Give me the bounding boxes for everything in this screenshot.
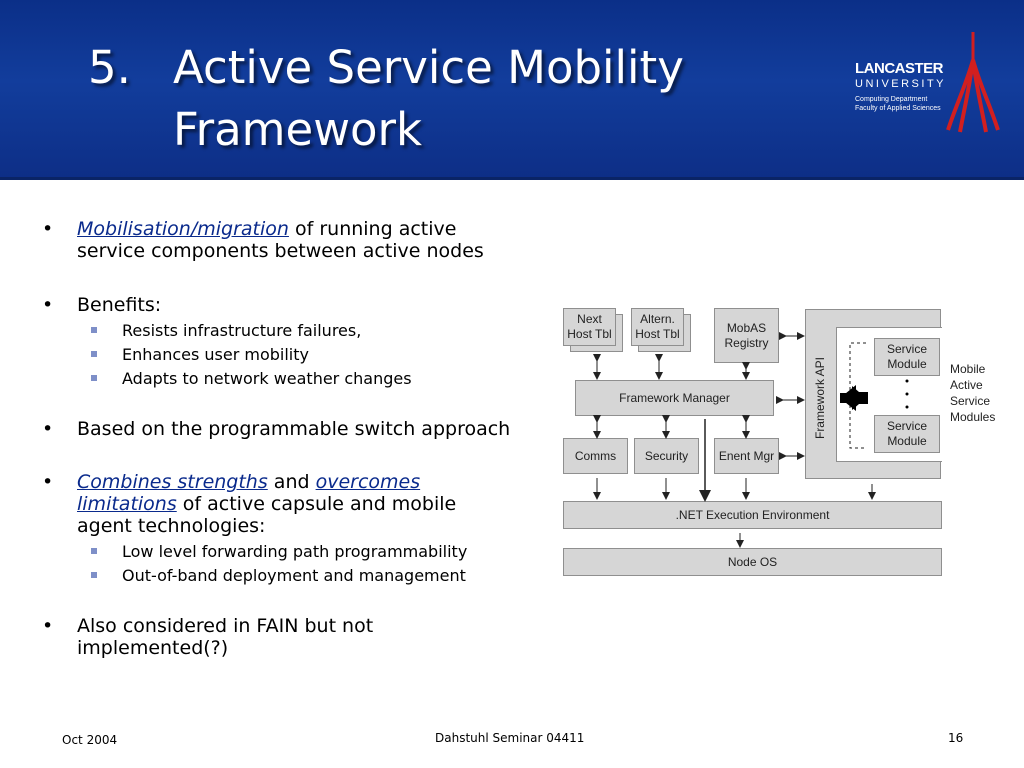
box-label: MobAS [726,320,767,335]
bullet-text: implemented(?) [77,637,229,659]
bullet-dot: • [42,615,54,637]
label-text: Service [950,394,991,408]
node-os: Node OS [563,548,942,576]
logo-dept: Computing Department [855,96,928,103]
logo-name: LANCASTER [855,60,944,77]
bullet-text: Based on the programmable switch approac… [77,418,511,440]
framework-manager: Framework Manager [575,380,774,416]
bullet-benefits: • Benefits: [42,294,162,316]
box-label: Module [887,434,927,448]
bullet-text: Benefits: [77,294,162,316]
sub-bullet-text: Enhances user mobility [122,345,309,364]
sub-bullet-4: Low level forwarding path programmabilit… [91,542,468,562]
bullet-text: service components between active nodes [77,240,484,262]
sub-bullet-text: Adapts to network weather changes [122,369,412,388]
box-label: Module [887,357,927,371]
box-label: Altern. [640,312,675,326]
altern-host-table: Altern.Host Tbl [631,308,684,346]
sub-bullet-3: Adapts to network weather changes [91,369,412,389]
footer-page-number: 16 [948,731,964,745]
combines-link[interactable]: Combines strengths [77,471,268,493]
bullet-text: Also considered in FAIN but not [77,615,374,637]
sub-bullet-square [91,375,97,381]
mobile-active-service-modules-label: Mobile Active Service Modules [950,361,995,425]
bullet-text: agent technologies: [77,515,266,537]
label-text: Mobile [950,362,986,376]
sub-bullet-5: Out-of-band deployment and management [91,566,466,586]
slide-title-line2: Framework [173,103,423,156]
box-label: Service [886,419,927,433]
security-box: Security [634,438,699,474]
sub-bullet-square [91,351,97,357]
bullet-dot: • [42,471,54,493]
sub-bullet-1: Resists infrastructure failures, [91,321,362,341]
bullet-text: and [267,471,316,493]
sub-bullet-2: Enhances user mobility [91,345,309,365]
net-execution-environment: .NET Execution Environment [563,501,942,529]
mobilisation-link[interactable]: Mobilisation/migration [77,218,289,240]
bullet-switch: • Based on the programmable switch appro… [42,418,511,440]
sub-bullet-text: Out-of-band deployment and management [122,566,466,585]
bullet-text: of running active [288,218,457,240]
sub-bullet-square [91,572,97,578]
logo-university: UNIVERSITY [855,78,947,90]
label-text: Active [950,378,983,392]
footer-date: Oct 2004 [62,733,118,747]
sub-bullet-text: Resists infrastructure failures, [122,321,362,340]
logo-faculty: Faculty of Applied Sciences [855,105,941,112]
bullet-combines: • Combines strengths and overcomes limit… [42,471,457,537]
box-label: Registry [724,335,769,350]
box-label: Host Tbl [567,327,612,341]
lancaster-crest-icon [946,32,1000,133]
bullet-dot: • [42,294,54,316]
lancaster-logo: LANCASTER UNIVERSITY Computing Departmen… [850,30,1000,140]
comms-box: Comms [563,438,628,474]
bullet-fain: • Also considered in FAIN but not implem… [42,615,374,659]
slide-title-line1: Active Service Mobility [173,41,684,94]
limitations-link[interactable]: limitations [77,493,177,515]
slide-header: 5. Active Service Mobility Framework LAN… [0,0,1024,180]
sub-bullet-square [91,548,97,554]
footer-seminar: Dahstuhl Seminar 04411 [435,731,585,745]
bullet-text: of active capsule and mobile [176,493,457,515]
box-label: Next [577,312,602,326]
overcomes-link[interactable]: overcomes [315,471,421,493]
box-label: Host Tbl [635,327,680,341]
sub-bullet-square [91,327,97,333]
bullet-mobilisation: • Mobilisation/migration of running acti… [42,218,484,262]
slide-title-number: 5. [88,41,131,94]
sub-bullet-text: Low level forwarding path programmabilit… [122,542,468,561]
box-label: Service [886,342,927,356]
label-text: Modules [950,410,996,424]
bullet-dot: • [42,218,54,240]
bullet-dot: • [42,418,54,440]
